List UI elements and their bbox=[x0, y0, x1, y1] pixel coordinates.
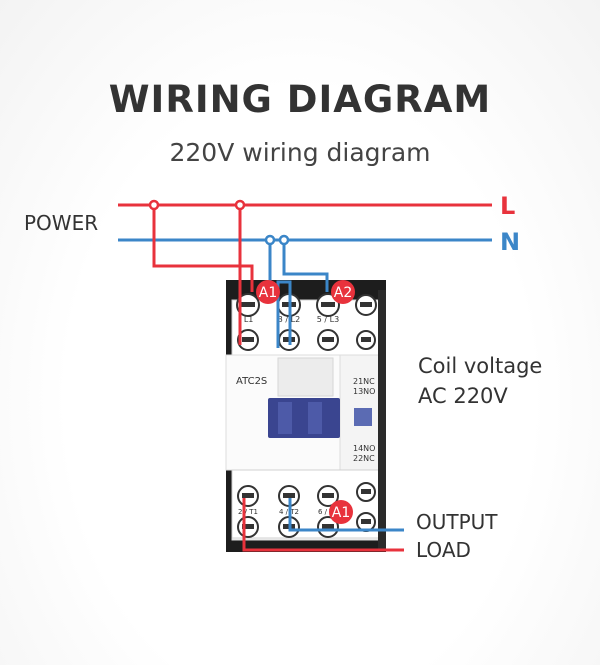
top-terminal-label-1: / L1 bbox=[239, 315, 254, 324]
junction-line-1 bbox=[148, 199, 160, 211]
coil-a1-badge: A1 bbox=[256, 280, 280, 304]
page-subtitle: 220V wiring diagram bbox=[169, 138, 431, 167]
neutral-to-a2-wire bbox=[282, 240, 329, 292]
wires bbox=[118, 199, 492, 552]
lower-aux-terminal[interactable] bbox=[356, 512, 376, 532]
lower-terminal-1[interactable] bbox=[237, 516, 259, 538]
junction-neutral-2 bbox=[278, 234, 290, 246]
coil-voltage-label: Coil voltage bbox=[418, 354, 542, 378]
top-terminal-1[interactable] bbox=[236, 293, 260, 317]
aux-top-label-2: 13NO bbox=[353, 387, 375, 396]
junction-neutral-1 bbox=[264, 234, 276, 246]
load-wire bbox=[242, 498, 404, 552]
coil-a2-badge: A2 bbox=[331, 280, 355, 304]
junction-line-2 bbox=[234, 199, 246, 211]
test-button-highlight-right bbox=[308, 402, 322, 434]
bottom-terminal-label-3: 6 / T3 bbox=[318, 508, 338, 516]
coil-ac-label: AC 220V bbox=[418, 384, 508, 408]
contactor-side-tab bbox=[378, 290, 386, 550]
top-aux-terminal[interactable] bbox=[355, 294, 377, 316]
page-title: WIRING DIAGRAM bbox=[108, 78, 492, 121]
indicator-square bbox=[354, 408, 372, 426]
output-a1-badge: A1 bbox=[329, 500, 353, 524]
line-to-a1-wire bbox=[152, 205, 254, 292]
aux-bottom-label-2: 22NC bbox=[353, 454, 375, 463]
aux-bottom-label-1: 14NO bbox=[353, 444, 375, 453]
mid-terminal-1[interactable] bbox=[237, 329, 259, 351]
load-label: LOAD bbox=[416, 538, 471, 562]
neutral-label: N bbox=[500, 228, 520, 256]
top-terminal-label-3: 5 / L3 bbox=[317, 315, 339, 324]
contactor-window bbox=[277, 357, 334, 397]
model-label: ATC2S bbox=[236, 376, 267, 387]
bottom-terminal-label-1: 2 / T1 bbox=[238, 508, 258, 516]
aux-top-label-1: 21NC bbox=[353, 377, 375, 386]
contactor: / L1 3 / L2 5 / L3 ATC2S 21NC 13NO 14NO … bbox=[225, 280, 386, 552]
load-return-wire bbox=[276, 280, 292, 348]
bottom-terminal-1[interactable] bbox=[237, 485, 259, 507]
top-terminal-3[interactable] bbox=[316, 293, 340, 317]
line-label: L bbox=[500, 192, 515, 220]
output-label: OUTPUT bbox=[416, 510, 498, 534]
output-a1-label: A1 bbox=[332, 505, 350, 521]
coil-a1-label: A1 bbox=[259, 285, 277, 301]
mid-aux-terminal[interactable] bbox=[356, 330, 376, 350]
power-label: POWER bbox=[24, 211, 98, 235]
bottom-terminal-3[interactable] bbox=[317, 485, 339, 507]
lower-terminal-3[interactable] bbox=[317, 516, 339, 538]
output-wire bbox=[288, 498, 404, 532]
test-button-highlight-left bbox=[278, 402, 292, 434]
coil-a2-label: A2 bbox=[334, 285, 352, 301]
mid-terminal-3[interactable] bbox=[317, 329, 339, 351]
bottom-aux-terminal[interactable] bbox=[356, 482, 376, 502]
